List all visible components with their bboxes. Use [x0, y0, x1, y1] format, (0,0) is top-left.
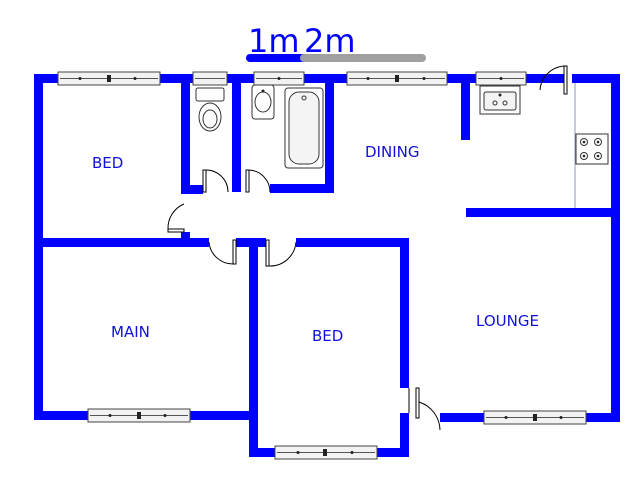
wall-kitchen-left — [461, 74, 470, 140]
window-dining — [346, 71, 448, 86]
wall-kitchen-bottom — [466, 208, 620, 217]
kitchen-sink-icon — [479, 85, 521, 115]
wall-bed-main — [34, 238, 204, 247]
wall-bed-right-upper — [181, 74, 190, 194]
door-main — [208, 239, 237, 265]
wall-hall-stub-left — [199, 238, 209, 247]
wall-bath-right — [325, 74, 334, 193]
fixtures — [195, 83, 609, 208]
doors — [167, 65, 568, 431]
window-lounge — [483, 410, 587, 425]
room-label-bed-top: BED — [92, 154, 123, 172]
wall-toilet-bottom — [181, 185, 203, 194]
door-kitchen — [539, 65, 568, 95]
window-bed-top — [57, 71, 161, 86]
window-bath — [253, 71, 305, 86]
basin-icon — [251, 84, 275, 120]
wall-bed-lounge — [400, 238, 409, 388]
room-labels: BED DINING MAIN BED LOUNGE — [92, 143, 539, 345]
wall-bed-center-top — [296, 238, 408, 247]
wall-top-right — [572, 74, 620, 83]
door-bath — [245, 169, 271, 193]
wall-bed-right-lower — [181, 232, 190, 247]
door-toilet — [202, 169, 229, 193]
scale-label-1m: 1m — [248, 22, 300, 60]
room-label-main: MAIN — [111, 323, 150, 341]
door-lounge — [408, 387, 441, 431]
window-main — [87, 408, 191, 423]
window-toilet — [192, 71, 228, 86]
walls — [34, 74, 620, 457]
bathtub-icon — [284, 87, 324, 169]
scale-label-2m: 2m — [304, 22, 356, 60]
wall-bed-left-step — [249, 411, 258, 457]
toilet-icon — [195, 87, 225, 132]
window-bed-center — [274, 445, 378, 460]
wall-bed-right-step — [400, 413, 409, 457]
room-label-dining: DINING — [365, 143, 419, 161]
wall-right — [611, 74, 620, 422]
door-bed-top — [167, 203, 185, 233]
wall-main-bed — [249, 238, 258, 420]
window-kitchen — [475, 71, 527, 86]
door-bed-center — [265, 239, 297, 267]
room-label-lounge: LOUNGE — [476, 312, 539, 330]
stove-icon — [575, 133, 609, 165]
scale-bar: 1m 2m — [246, 22, 426, 62]
wall-bath-bottom — [270, 184, 334, 193]
windows — [57, 71, 587, 460]
room-label-bed-center: BED — [312, 327, 343, 345]
wall-toilet-bath — [232, 74, 241, 192]
